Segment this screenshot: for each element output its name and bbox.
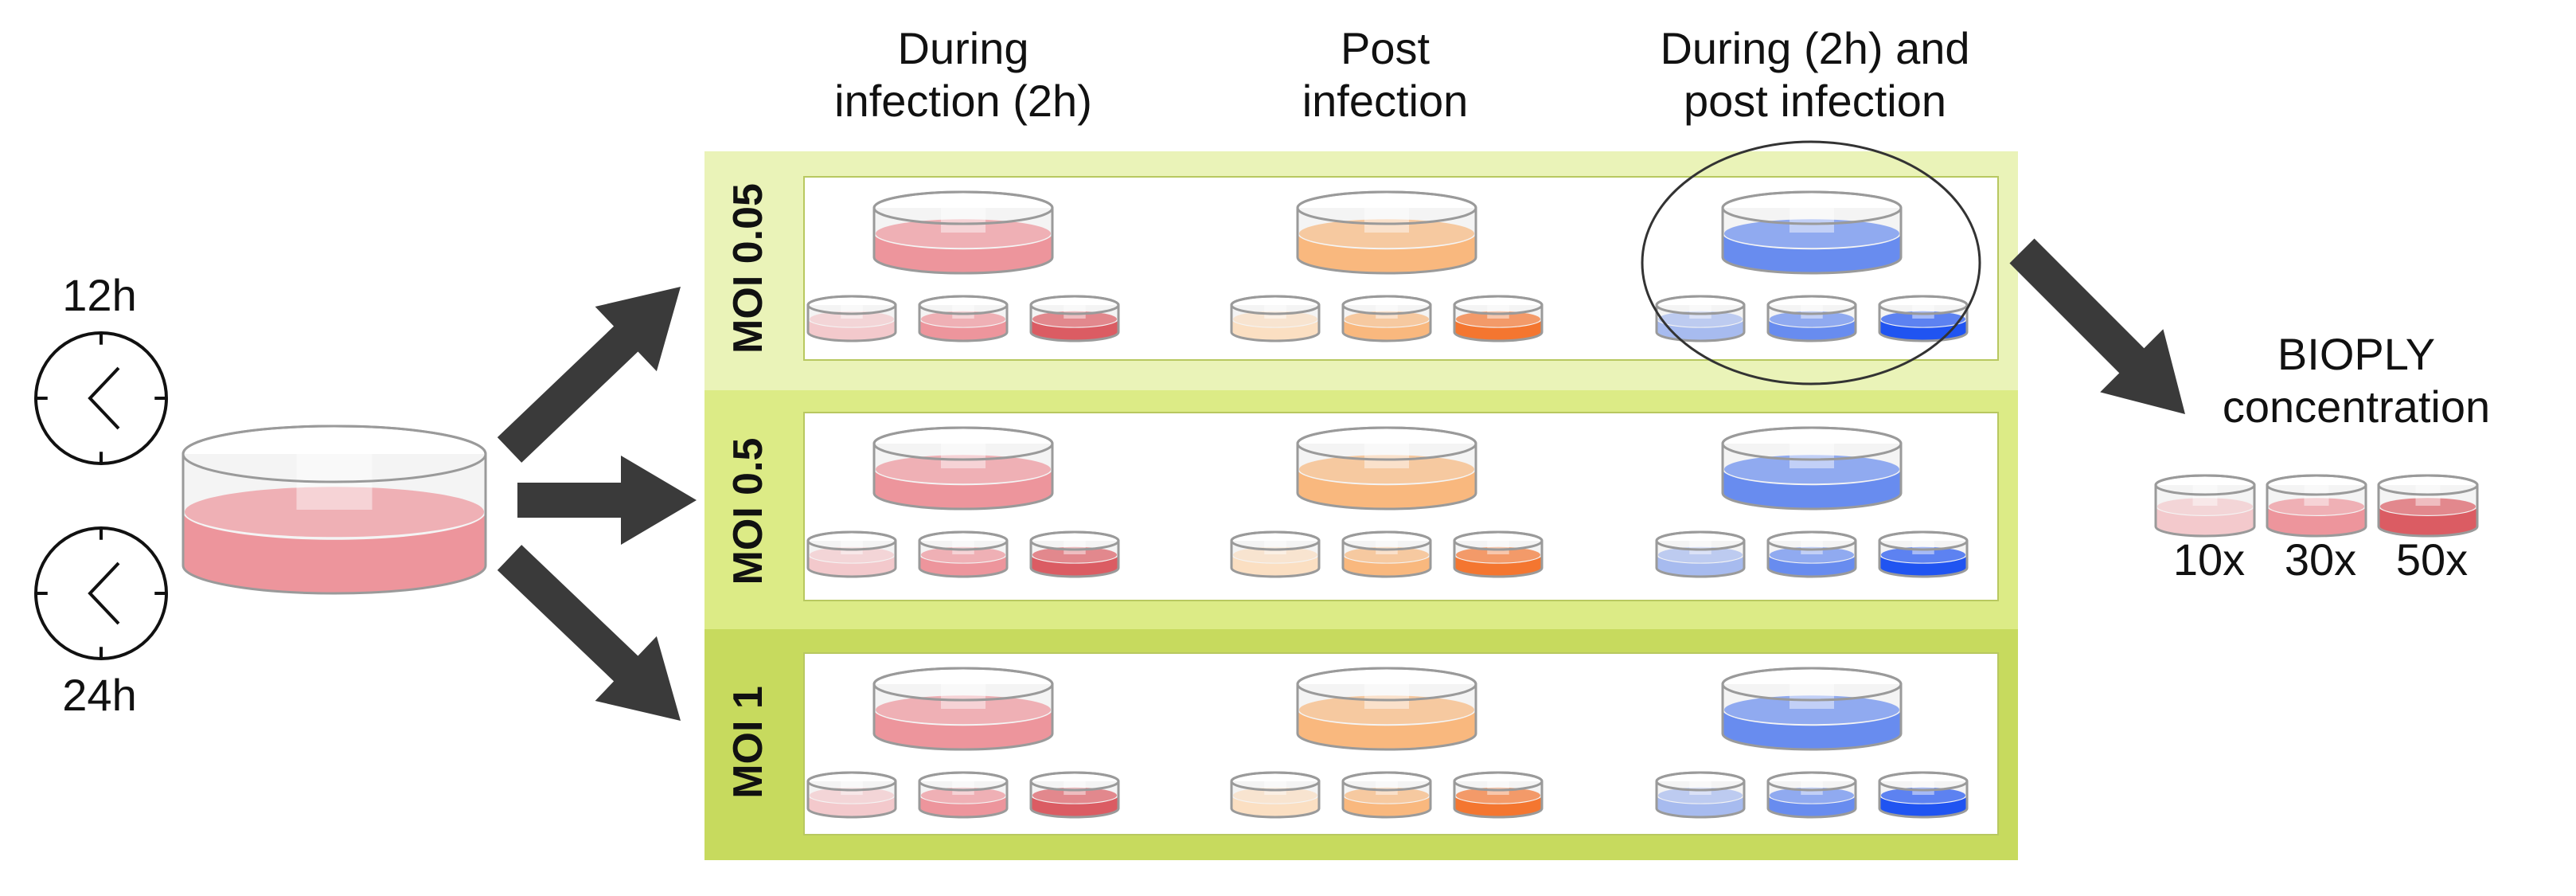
big-dish-blue-moi-0-5 (1721, 426, 1903, 511)
small-dish-blue-moi-1-1 (1655, 771, 1746, 819)
small-dish-orange-moi-1-1 (1230, 771, 1321, 819)
arrow-to-moi-0-5 (517, 456, 697, 545)
small-dish-red-moi-1-2 (918, 771, 1009, 819)
big-dish-blue-moi-1 (1721, 667, 1903, 751)
row-label-moi-0-05: MOI 0.05 (725, 183, 771, 354)
small-dish-orange-moi-1-3 (1453, 771, 1544, 819)
big-dish-red-moi-0-5 (872, 426, 1054, 511)
timepoint-24h-label: 24h (62, 670, 137, 720)
small-dish-red-moi-0-5-3 (1029, 530, 1120, 578)
small-dish-orange-moi-0-5-2 (1341, 530, 1432, 578)
row-label-moi-1: MOI 1 (725, 686, 771, 799)
small-dish-red-moi-0-5-1 (806, 530, 897, 578)
small-dish-blue-moi-0-05-2 (1766, 295, 1857, 342)
small-dish-red-moi-0-05-2 (918, 295, 1009, 342)
column-header-during-and-post: During (2h) and post infection (1660, 23, 1970, 127)
column-header-post: Post infection (1302, 23, 1469, 127)
legend-level-30x: 30x (2284, 534, 2357, 585)
big-dish-red-moi-0-05 (872, 190, 1054, 275)
source-dish (181, 425, 487, 595)
legend-dish-30x (2266, 474, 2367, 538)
big-dish-orange-moi-1 (1296, 667, 1477, 751)
small-dish-orange-moi-0-05-1 (1230, 295, 1321, 342)
highlight-oval (1641, 140, 1981, 385)
clock-icon-12h (34, 331, 168, 465)
small-dish-orange-moi-1-2 (1341, 771, 1432, 819)
clock-icon-24h (34, 526, 168, 660)
small-dish-blue-moi-0-5-3 (1878, 530, 1969, 578)
legend-dish-10x (2154, 474, 2256, 538)
small-dish-blue-moi-0-05-1 (1655, 295, 1746, 342)
arrow-to-concentration (2009, 238, 2185, 414)
legend-dish-50x (2377, 474, 2479, 538)
small-dish-blue-moi-0-5-1 (1655, 530, 1746, 578)
big-dish-blue-moi-0-05 (1721, 190, 1903, 275)
small-dish-red-moi-0-05-3 (1029, 295, 1120, 342)
row-label-moi-0-5: MOI 0.5 (725, 437, 771, 585)
legend-level-10x: 10x (2172, 534, 2246, 585)
small-dish-red-moi-1-1 (806, 771, 897, 819)
timepoint-12h-label: 12h (62, 270, 137, 320)
small-dish-orange-moi-0-5-3 (1453, 530, 1544, 578)
arrow-to-moi-1 (497, 545, 681, 721)
column-header-during: During infection (2h) (834, 23, 1092, 127)
arrow-to-moi-0-05 (497, 287, 681, 463)
legend-title: BIOPLY concentration (2222, 329, 2491, 432)
small-dish-red-moi-1-3 (1029, 771, 1120, 819)
small-dish-orange-moi-0-05-3 (1453, 295, 1544, 342)
small-dish-blue-moi-1-3 (1878, 771, 1969, 819)
small-dish-red-moi-0-05-1 (806, 295, 897, 342)
big-dish-orange-moi-0-05 (1296, 190, 1477, 275)
small-dish-orange-moi-0-5-1 (1230, 530, 1321, 578)
small-dish-blue-moi-1-2 (1766, 771, 1857, 819)
small-dish-orange-moi-0-05-2 (1341, 295, 1432, 342)
legend-level-50x: 50x (2395, 534, 2469, 585)
big-dish-orange-moi-0-5 (1296, 426, 1477, 511)
small-dish-blue-moi-0-5-2 (1766, 530, 1857, 578)
big-dish-red-moi-1 (872, 667, 1054, 751)
small-dish-red-moi-0-5-2 (918, 530, 1009, 578)
small-dish-blue-moi-0-05-3 (1878, 295, 1969, 342)
